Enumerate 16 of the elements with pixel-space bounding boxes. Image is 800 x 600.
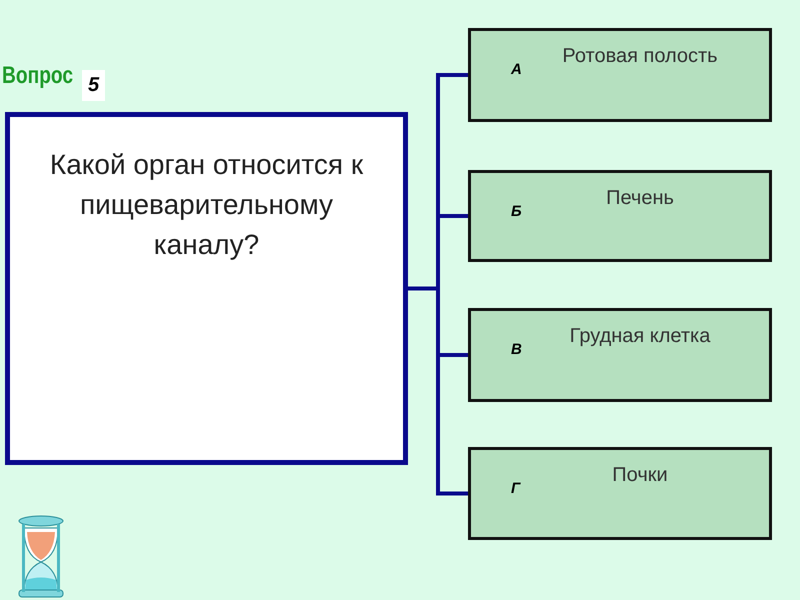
answer-text: Грудная клетка [568, 325, 712, 348]
question-number: 5 [82, 70, 106, 101]
answer-box [468, 28, 772, 122]
answer-text: Печень [605, 187, 675, 210]
answer-box [468, 308, 772, 402]
answer-text: Почки [611, 464, 669, 487]
answer-box [468, 170, 772, 262]
question-box [5, 112, 408, 465]
answer-box [468, 447, 772, 540]
answer-text: Ротовая полость [561, 45, 719, 68]
answer-letter: А [511, 61, 522, 78]
answer-letter: Г [511, 480, 520, 497]
answer-letter: Б [511, 203, 522, 220]
question-label: Вопрос [2, 62, 74, 90]
question-text: Какой орган относится к пищеварительному каналу? [48, 148, 364, 262]
answer-letter: В [511, 341, 522, 358]
